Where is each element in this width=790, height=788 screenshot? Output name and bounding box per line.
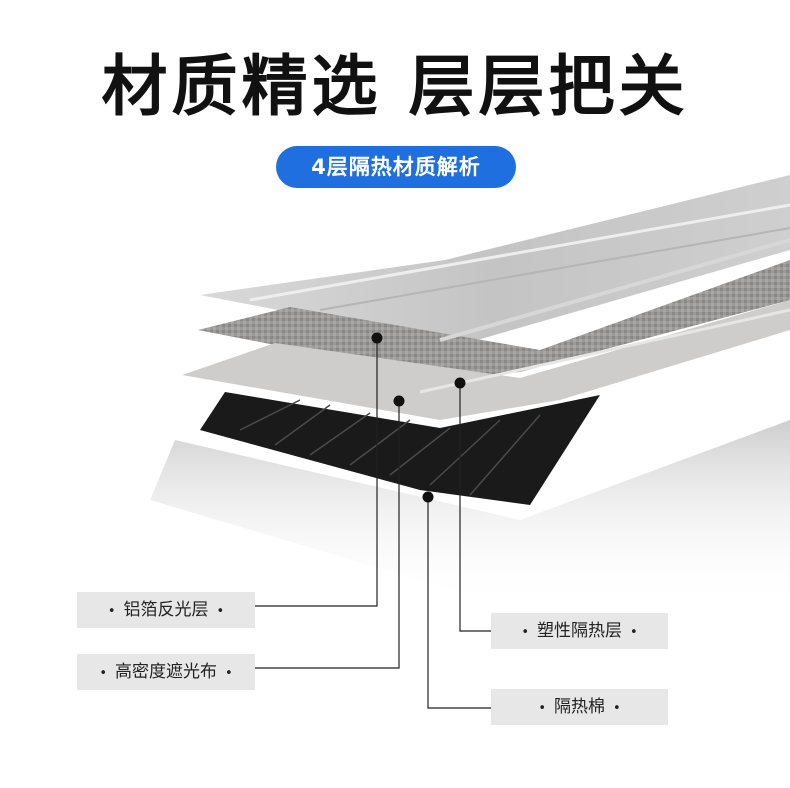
label-aluminum-foil-text: 铝箔反光层 (123, 600, 209, 620)
aluminum-foil-layer (200, 175, 790, 345)
label-plastic-insulation-text: 塑性隔热层 (537, 621, 622, 641)
plastic-insulation-layer (198, 260, 790, 378)
label-plastic-insulation: •塑性隔热层• (491, 613, 668, 649)
label-blackout-cloth: •高密度遮光布• (77, 654, 255, 690)
section-badge: 4层隔热材质解析 (276, 146, 516, 188)
felt-layer (182, 300, 790, 420)
stack-shadow (150, 420, 790, 610)
label-insulation-cotton: •隔热棉• (491, 689, 668, 725)
label-blackout-cloth-text: 高密度遮光布 (115, 662, 217, 682)
label-insulation-cotton-text: 隔热棉 (554, 697, 605, 717)
page-title: 材质精选 层层把关 (101, 48, 689, 125)
label-aluminum-foil: •铝箔反光层• (77, 592, 255, 628)
